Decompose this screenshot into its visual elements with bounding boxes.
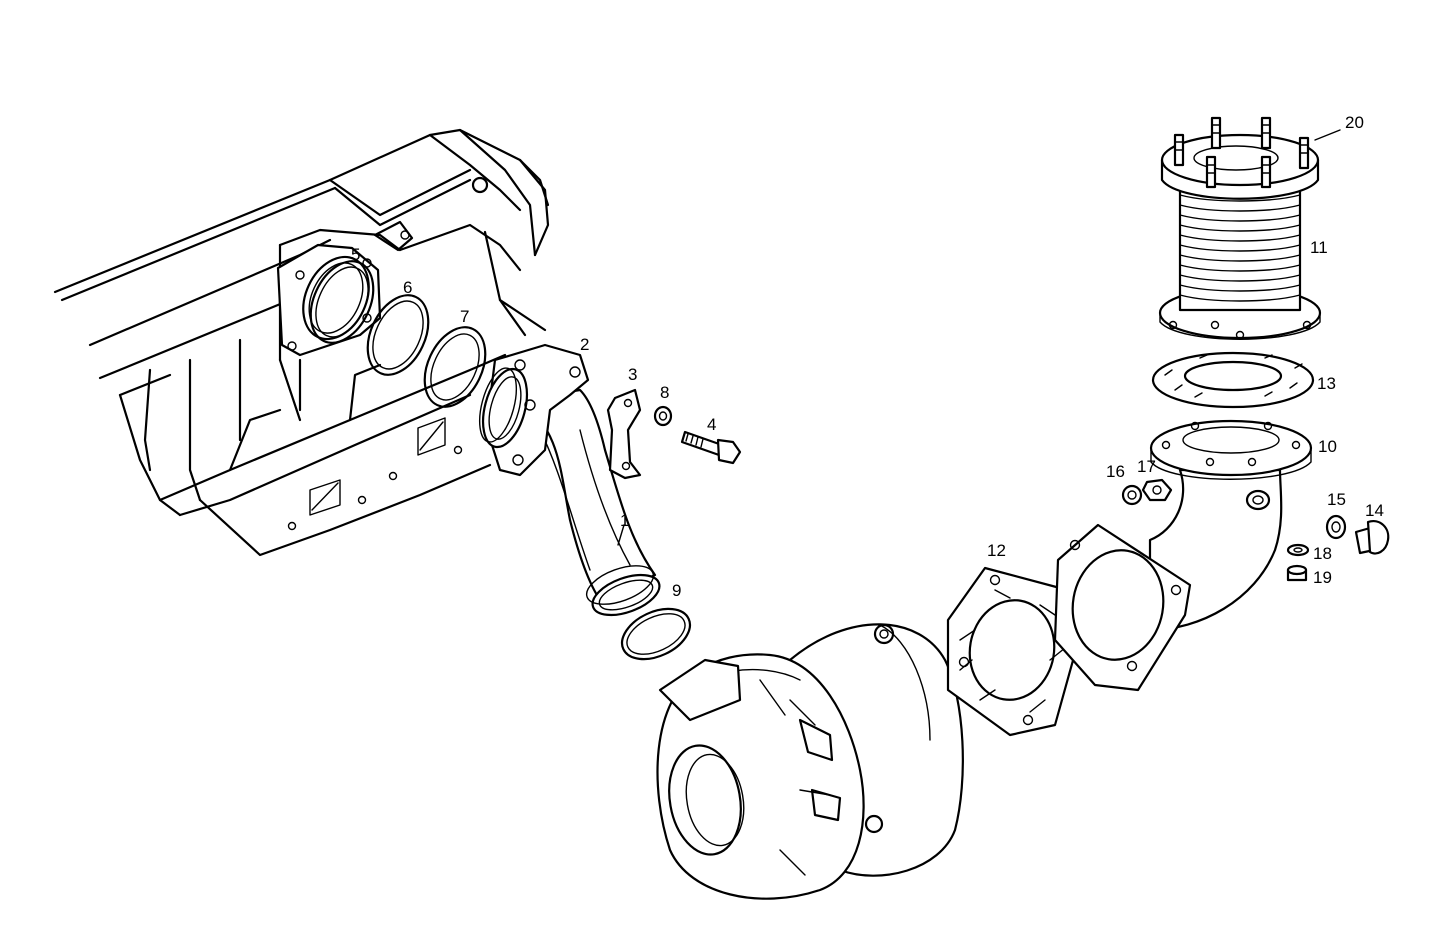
gasket-ring-9	[620, 607, 692, 661]
callout-16: 16	[1106, 462, 1125, 481]
callout-18: 18	[1313, 544, 1332, 563]
callout-2: 2	[580, 335, 589, 354]
seal-ring-6	[366, 294, 430, 376]
exhaust-elbow-pipe	[518, 388, 661, 617]
callout-9: 9	[672, 581, 681, 600]
plug-14	[1354, 520, 1390, 555]
callout-13: 13	[1317, 374, 1336, 393]
bellows-compensator	[1158, 133, 1322, 340]
washer-8	[653, 405, 673, 427]
washer-18	[1286, 543, 1310, 557]
callout-19: 19	[1313, 568, 1332, 587]
callout-10: 10	[1318, 437, 1337, 456]
callout-6: 6	[403, 278, 412, 297]
callout-12: 12	[987, 541, 1006, 560]
callout-11: 11	[1310, 238, 1328, 257]
bolt-4	[680, 430, 742, 465]
gasket-13	[1151, 351, 1315, 409]
studs-20	[1173, 116, 1310, 189]
callout-8: 8	[660, 383, 669, 402]
exhaust-manifold-housing	[53, 128, 550, 557]
turbocharger	[656, 623, 964, 900]
nut-19	[1286, 564, 1308, 582]
callout-17: 17	[1137, 457, 1156, 476]
callout-3: 3	[628, 365, 637, 384]
seal-ring-7	[423, 326, 487, 408]
callout-4: 4	[707, 415, 716, 434]
pipe-flange	[478, 343, 590, 477]
gasket-12	[946, 566, 1084, 737]
nut-16	[1121, 484, 1143, 506]
leader-lines	[617, 129, 1341, 546]
callouts: 1 2 3 4 5 6 7 8 9 10 11 12 13 14 15 16 1…	[351, 113, 1384, 600]
callout-20: 20	[1345, 113, 1364, 132]
washer-15	[1325, 514, 1347, 540]
callout-15: 15	[1327, 490, 1346, 509]
callout-1: 1	[620, 511, 629, 530]
seal-ring-5	[309, 260, 375, 344]
clamp-bracket	[606, 388, 642, 480]
callout-5: 5	[351, 245, 360, 264]
callout-14: 14	[1365, 501, 1384, 520]
nut-17	[1141, 478, 1173, 502]
outlet-elbow	[1053, 419, 1313, 692]
callout-7: 7	[460, 307, 469, 326]
